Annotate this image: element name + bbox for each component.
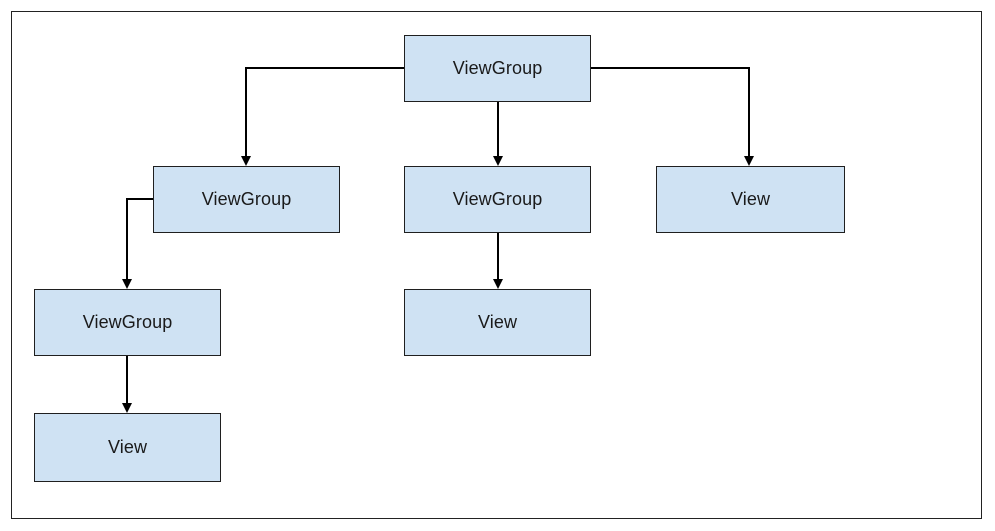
node-label: ViewGroup <box>201 189 292 209</box>
node-view-bottom-left: View <box>34 413 221 482</box>
edge-root-to-viewgroup-left <box>241 67 404 166</box>
node-view-middle: View <box>404 289 591 356</box>
node-viewgroup-left: ViewGroup <box>153 166 340 233</box>
node-viewgroup-lower-left: ViewGroup <box>34 289 221 356</box>
node-label: ViewGroup <box>452 58 543 78</box>
node-root-viewgroup: ViewGroup <box>404 35 591 102</box>
edge-viewgroup-left-to-viewgroup-lower-left <box>122 198 153 289</box>
edge-root-to-view-right <box>591 67 754 166</box>
node-view-right: View <box>656 166 845 233</box>
node-label: View <box>477 312 518 332</box>
node-viewgroup-middle: ViewGroup <box>404 166 591 233</box>
node-label: View <box>107 437 148 457</box>
node-label: View <box>730 189 771 209</box>
node-label: ViewGroup <box>452 189 543 209</box>
node-label: ViewGroup <box>82 312 173 332</box>
